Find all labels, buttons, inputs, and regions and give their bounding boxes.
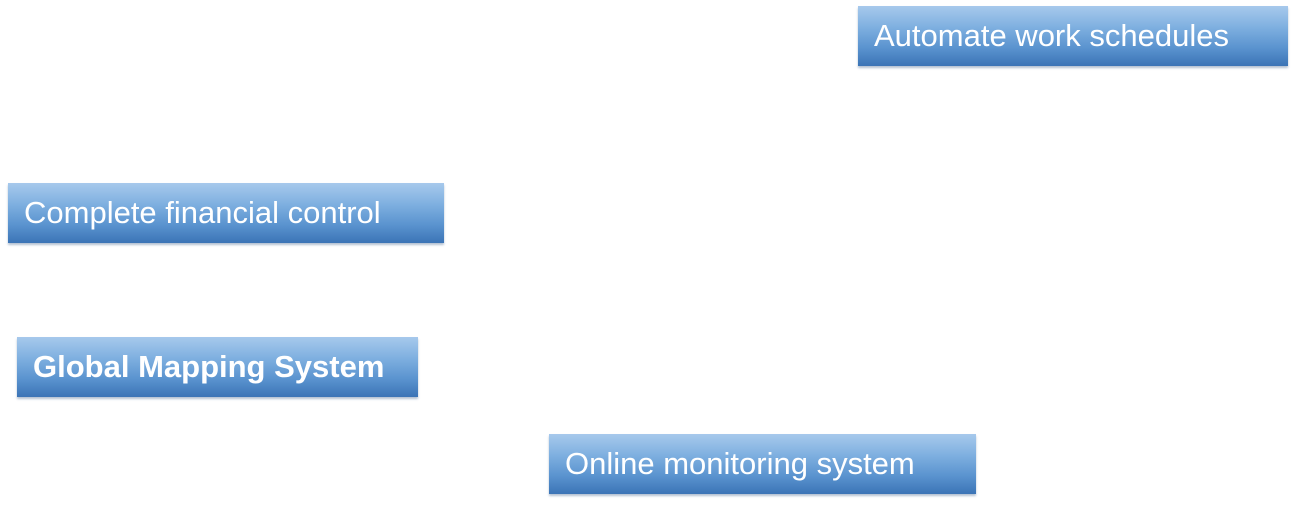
- automate-work-schedules-label: Automate work schedules: [858, 6, 1288, 66]
- automate-work-schedules-text: Automate work schedules: [874, 18, 1229, 53]
- online-monitoring-system-label: Online monitoring system: [549, 434, 976, 494]
- online-monitoring-system-text: Online monitoring system: [565, 446, 915, 481]
- complete-financial-control-label: Complete financial control: [8, 183, 444, 243]
- global-mapping-system-text: Global Mapping System: [33, 349, 385, 384]
- complete-financial-control-text: Complete financial control: [24, 195, 381, 230]
- global-mapping-system-label: Global Mapping System: [17, 337, 418, 397]
